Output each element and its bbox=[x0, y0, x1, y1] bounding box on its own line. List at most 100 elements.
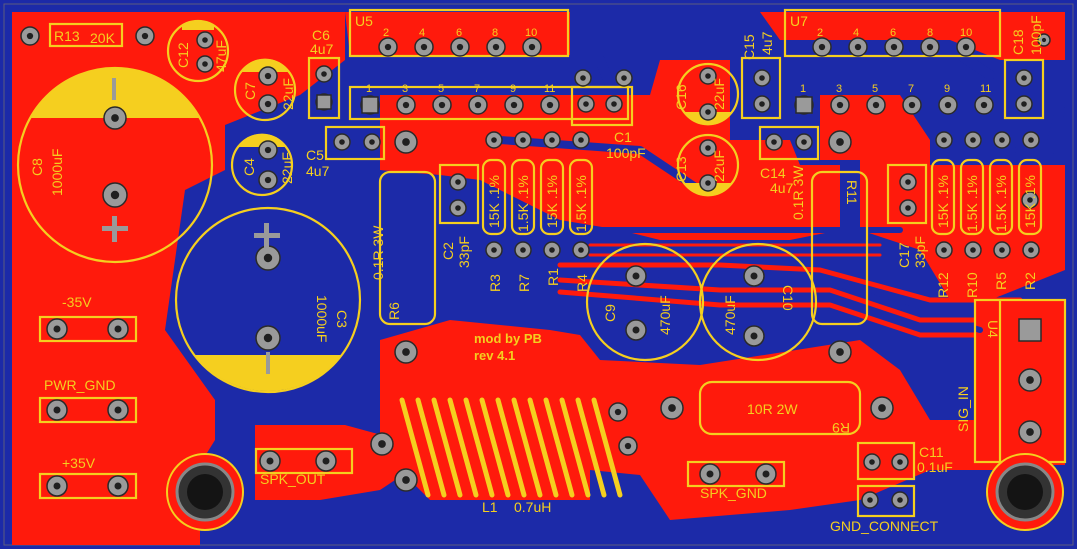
label-c16-val: 22uF bbox=[711, 78, 727, 110]
pad-hole bbox=[26, 32, 34, 40]
label-l1-val: 0.7uH bbox=[514, 499, 551, 515]
copper-pour-top bbox=[12, 12, 1065, 545]
label-c4: C4 bbox=[241, 158, 257, 176]
label-r10: R10 bbox=[964, 272, 980, 298]
pad-hole bbox=[202, 37, 208, 43]
pad-hole bbox=[999, 247, 1005, 253]
pad-hole bbox=[759, 75, 765, 81]
pad-hole bbox=[705, 73, 711, 79]
pad-hole bbox=[456, 43, 464, 51]
label-c14-val: 4u7 bbox=[770, 180, 794, 196]
pad-hole bbox=[402, 138, 410, 146]
pad-hole bbox=[402, 476, 410, 484]
pad-hole bbox=[114, 482, 122, 490]
pad-hole bbox=[402, 101, 410, 109]
pad-hole bbox=[141, 32, 149, 40]
pad-hole bbox=[321, 71, 327, 77]
label-r12: R12 bbox=[935, 272, 951, 298]
label-rev: rev 4.1 bbox=[474, 348, 515, 363]
pad-hole bbox=[705, 145, 711, 151]
pad-hole bbox=[420, 43, 428, 51]
pads bbox=[20, 26, 1051, 509]
pad-hole bbox=[264, 146, 272, 154]
u7-pin-8: 8 bbox=[927, 27, 933, 39]
pad-hole bbox=[491, 247, 497, 253]
labels: R13 20K C12 47uF C8 1000uF C7 22uF C4 22… bbox=[29, 13, 1044, 534]
pad-hole bbox=[869, 459, 875, 465]
pad-hole bbox=[378, 440, 386, 448]
label-r6-val: 0.1R 3W bbox=[370, 225, 386, 280]
pad-hole bbox=[1021, 101, 1027, 107]
label-spk-out: SPK_OUT bbox=[260, 471, 326, 487]
pad-hole bbox=[759, 101, 765, 107]
label-u5: U5 bbox=[355, 13, 373, 29]
label-r3-val: 15K .1% bbox=[486, 175, 502, 228]
label-c2: C2 bbox=[440, 242, 456, 260]
label-c7: C7 bbox=[242, 82, 258, 100]
pad-hole bbox=[836, 348, 844, 356]
u7-pin-9: 9 bbox=[944, 83, 950, 95]
label-c15: C15 bbox=[741, 34, 757, 60]
label-mod: mod by PB bbox=[474, 331, 542, 346]
label-c6-val: 4u7 bbox=[310, 41, 334, 57]
pad-hole bbox=[510, 101, 518, 109]
label-c11-val: 0.1uF bbox=[917, 459, 953, 475]
pad-hole bbox=[322, 457, 330, 465]
pad-hole bbox=[632, 326, 640, 334]
pad-hole bbox=[890, 43, 898, 51]
pad-hole bbox=[53, 406, 61, 414]
pad-hole bbox=[867, 497, 873, 503]
pad-hole bbox=[264, 176, 272, 184]
pad-hole bbox=[980, 101, 988, 109]
pad-hole bbox=[818, 43, 826, 51]
pad-hole bbox=[549, 247, 555, 253]
pad-hole bbox=[801, 139, 807, 145]
label-c15-val: 4u7 bbox=[759, 31, 775, 55]
square-pad bbox=[1018, 318, 1042, 342]
pad-hole bbox=[491, 137, 497, 143]
pad-hole bbox=[624, 442, 632, 450]
pad-hole bbox=[970, 137, 976, 143]
pad-hole bbox=[836, 138, 844, 146]
label-r2: R2 bbox=[1022, 272, 1038, 290]
pad-hole bbox=[905, 179, 911, 185]
pad-hole bbox=[455, 179, 461, 185]
label-r11: R11 bbox=[844, 180, 860, 205]
pad-hole bbox=[905, 205, 911, 211]
label-r2-val: 15K .1% bbox=[1022, 175, 1038, 228]
pad-hole bbox=[1026, 376, 1034, 384]
u5-pin-6: 6 bbox=[456, 27, 462, 39]
pad-hole bbox=[578, 137, 584, 143]
label-c1-val: 100pF bbox=[606, 145, 646, 161]
pad-hole bbox=[266, 457, 274, 465]
pad-hole bbox=[264, 72, 272, 80]
label-c14: C14 bbox=[760, 165, 786, 181]
pad-hole bbox=[750, 272, 758, 280]
pad-hole bbox=[762, 470, 770, 478]
pad-hole bbox=[854, 43, 862, 51]
label-r5: R5 bbox=[993, 272, 1009, 290]
u7-pin-2: 2 bbox=[817, 27, 823, 39]
u7-pin-1: 1 bbox=[800, 83, 806, 95]
pad-hole bbox=[705, 109, 711, 115]
pad-hole bbox=[111, 114, 119, 122]
square-pad bbox=[795, 96, 813, 114]
label-r3: R3 bbox=[487, 274, 503, 292]
label-neg35: -35V bbox=[62, 294, 92, 310]
label-r6: R6 bbox=[386, 302, 402, 320]
u5-pin-3: 3 bbox=[402, 83, 408, 95]
pad-hole bbox=[546, 101, 554, 109]
pad-hole bbox=[1026, 428, 1034, 436]
pad-hole bbox=[402, 348, 410, 356]
pad-hole bbox=[668, 404, 676, 412]
label-r13: R13 bbox=[54, 28, 80, 44]
u5-pin-11: 11 bbox=[544, 83, 555, 95]
mounting-holes bbox=[166, 453, 1064, 531]
label-c8-val: 1000uF bbox=[49, 149, 65, 196]
label-c18-val: 100pF bbox=[1028, 15, 1044, 55]
pad-hole bbox=[53, 482, 61, 490]
label-r11-val: 0.1R 3W bbox=[790, 165, 806, 220]
u7-pin-10: 10 bbox=[960, 27, 972, 39]
pad-hole bbox=[706, 470, 714, 478]
